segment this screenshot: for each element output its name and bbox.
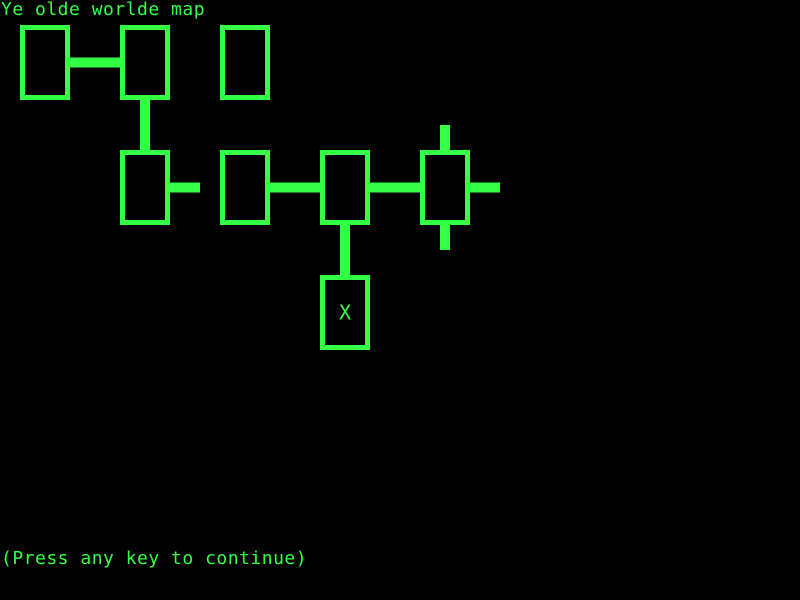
map-room-r1: [20, 25, 70, 100]
map-room-r3: [220, 25, 270, 100]
corridor-r1-r2: [70, 57, 120, 68]
map-room-r6: [320, 150, 370, 225]
exit-r7-east: [470, 182, 500, 193]
exit-r7-south: [440, 225, 450, 250]
map-room-r7: [420, 150, 470, 225]
map-room-r4: [120, 150, 170, 225]
map-room-r2: [120, 25, 170, 100]
corridor-r5-r6: [270, 182, 320, 193]
player-location-marker: X: [339, 301, 351, 325]
continue-prompt[interactable]: (Press any key to continue): [1, 548, 308, 569]
exit-r7-north: [440, 125, 450, 150]
corridor-r6-r7: [370, 182, 420, 193]
map-room-r5: [220, 150, 270, 225]
corridor-r2-r4: [140, 100, 150, 150]
exit-r4-east: [170, 182, 200, 193]
corridor-r6-r8: [340, 225, 350, 275]
map-room-r8: [320, 275, 370, 350]
map-title: Ye olde worlde map: [1, 0, 206, 20]
